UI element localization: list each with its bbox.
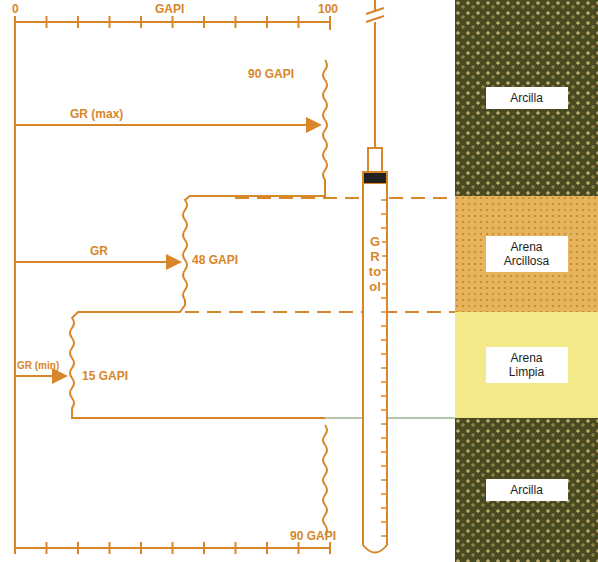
tool-label: GR tool: [368, 235, 382, 295]
value-label: 15 GAPI: [82, 370, 128, 382]
lithology-band: Arcilla: [455, 0, 598, 196]
lithology-band: Arena Limpia: [455, 312, 598, 418]
value-label: 90 GAPI: [290, 530, 336, 542]
lithology-label: Arcilla: [486, 479, 568, 501]
scale-min: 0: [12, 3, 19, 15]
scale-max: 100: [318, 3, 338, 15]
value-label: 90 GAPI: [248, 68, 294, 80]
value-label: 48 GAPI: [192, 254, 238, 266]
lithology-label: Arcilla: [486, 87, 568, 109]
curve-label: GR: [90, 245, 108, 257]
lithology-band: Arcilla: [455, 418, 598, 562]
tool-body: GR tool: [364, 200, 386, 330]
curve-label: GR (min): [17, 361, 59, 371]
lithology-label: Arena Arcillosa: [486, 236, 568, 273]
lithology-band: Arena Arcillosa: [455, 196, 598, 312]
lithology-label: Arena Limpia: [486, 347, 568, 384]
scale-unit: GAPI: [155, 3, 184, 15]
curve-label: GR (max): [70, 108, 123, 120]
